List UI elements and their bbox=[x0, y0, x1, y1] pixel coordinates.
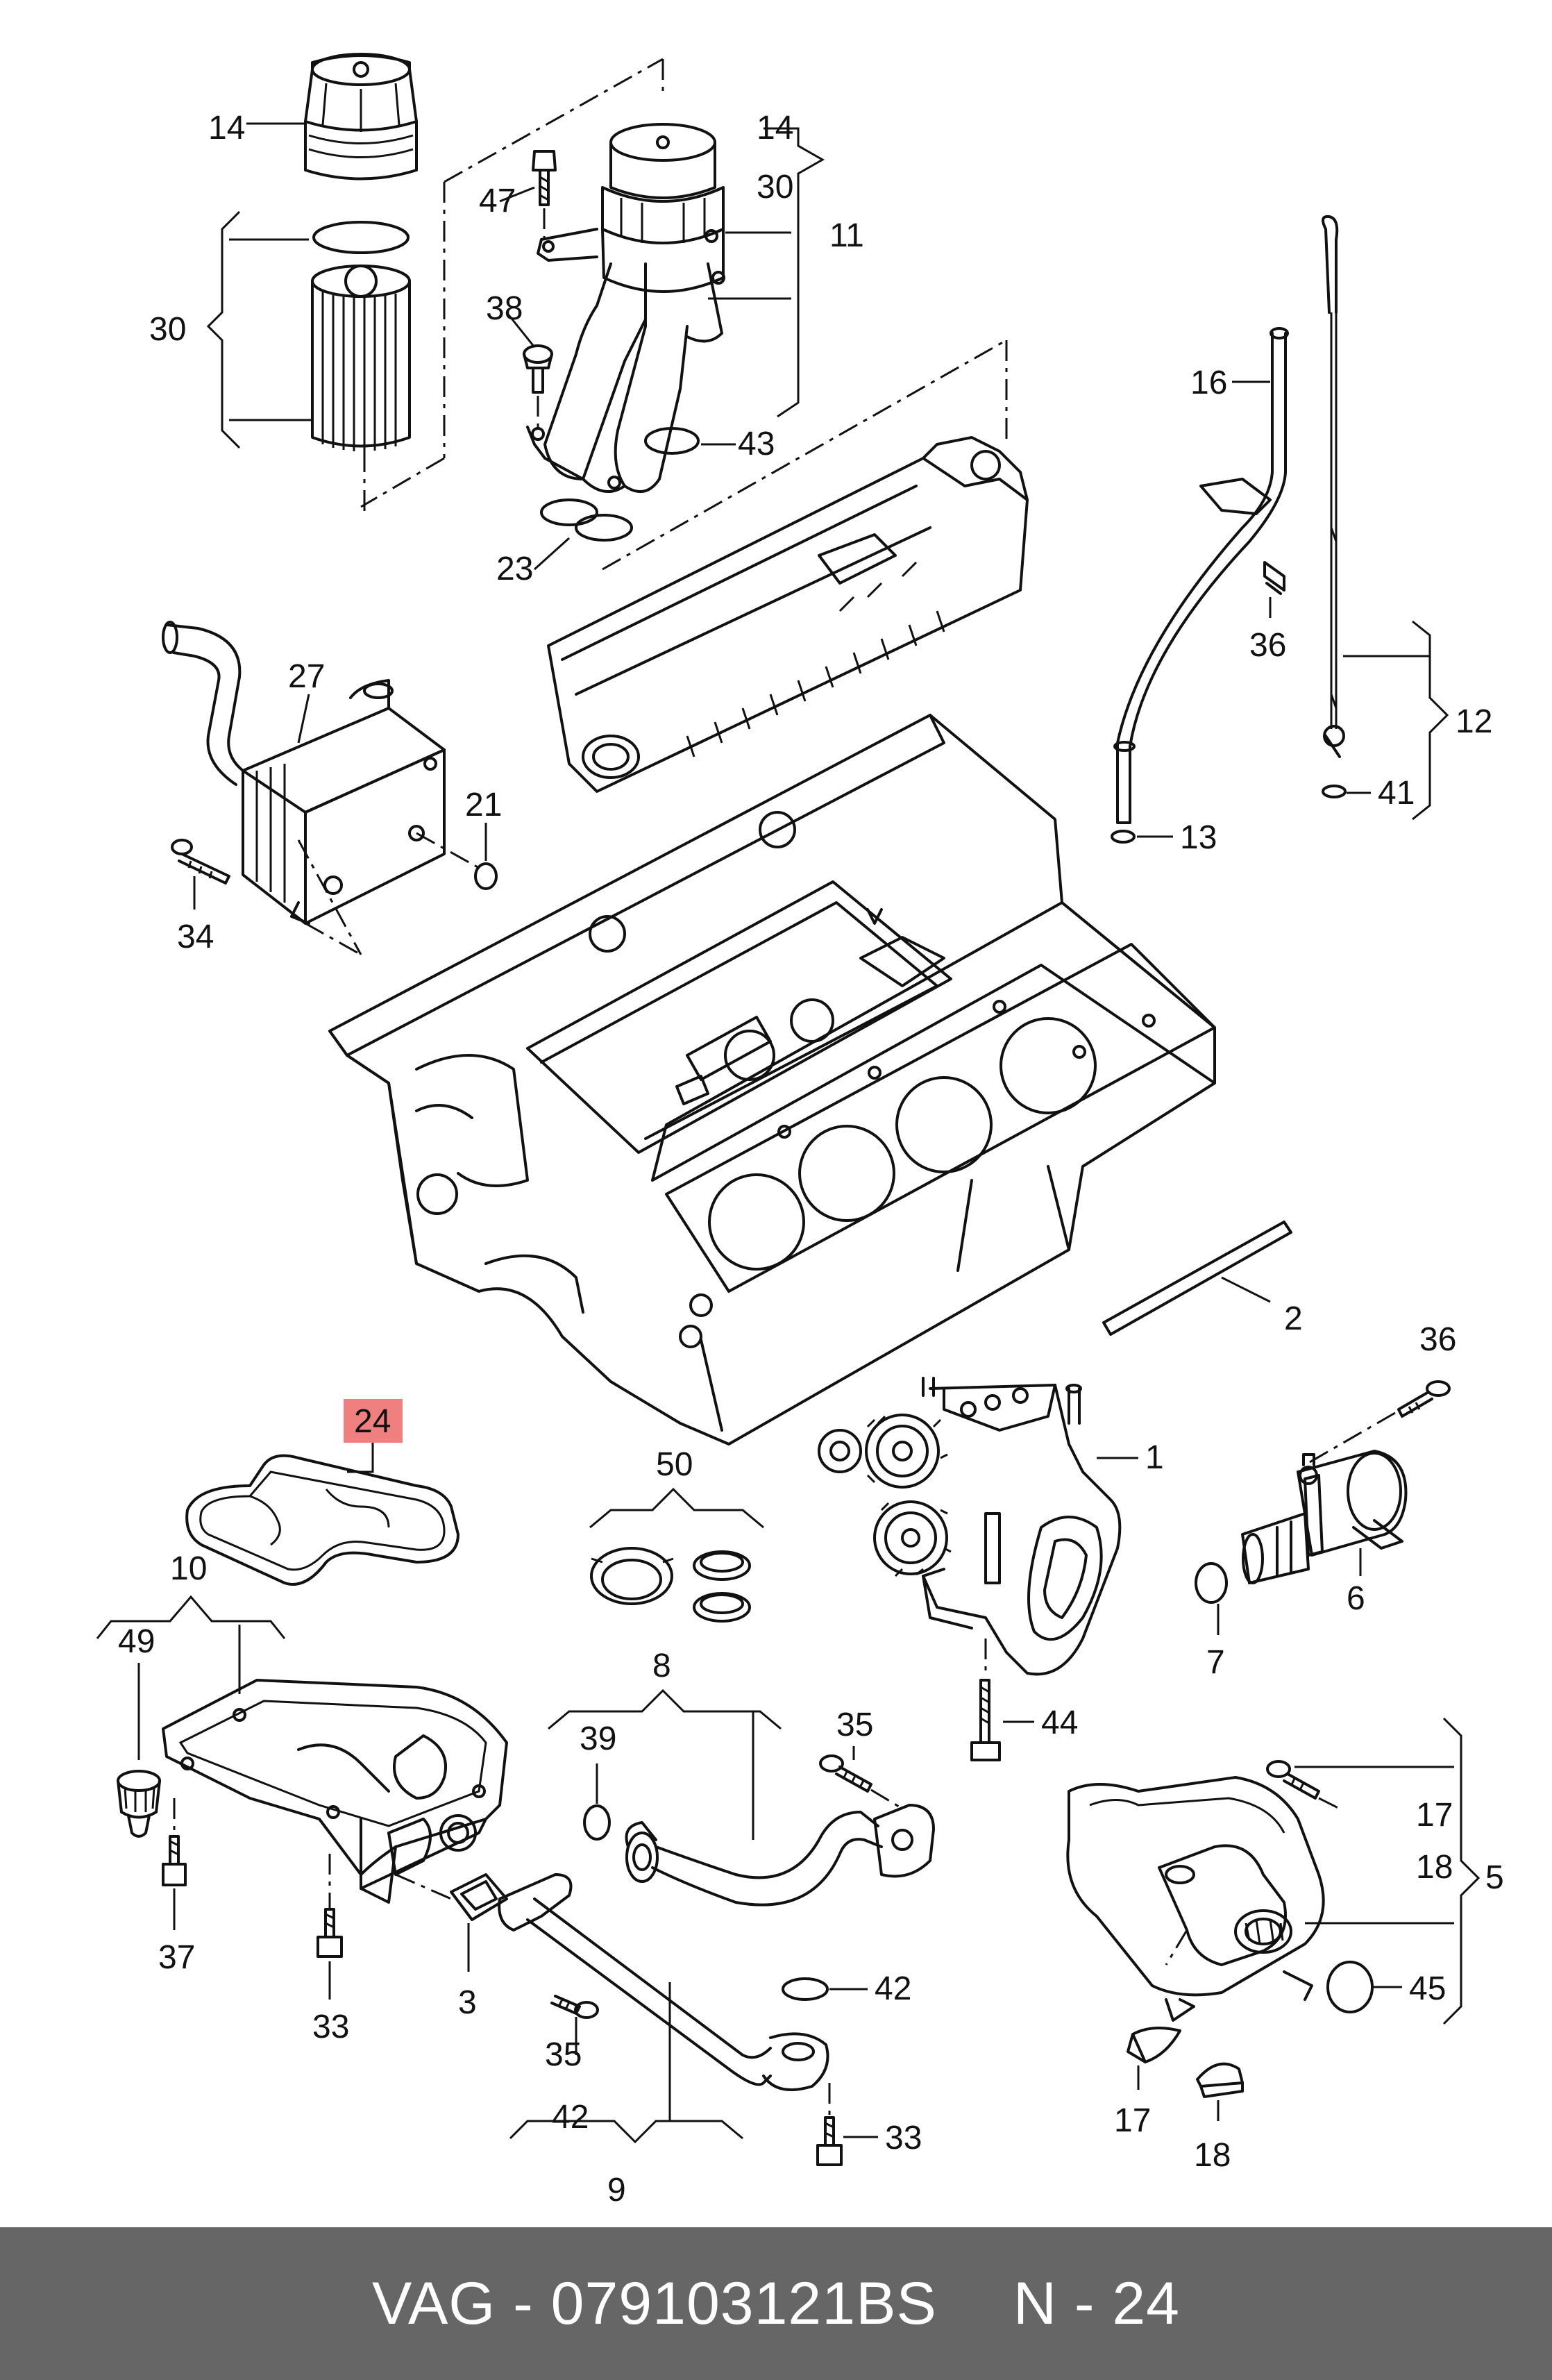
callout-18-lower: 18 bbox=[1194, 2137, 1231, 2174]
oil-filter-seal-ring-drawing bbox=[312, 221, 410, 254]
callout-14-left: 14 bbox=[208, 110, 245, 146]
callout-18-upper: 18 bbox=[1416, 1849, 1453, 1886]
bolt-36-lower-drawing bbox=[1397, 1380, 1451, 1418]
oil-cooler-drawing bbox=[162, 621, 446, 925]
callout-34: 34 bbox=[177, 919, 214, 955]
bolt-35-upper-drawing bbox=[819, 1754, 872, 1793]
callout-45: 45 bbox=[1409, 1970, 1446, 2007]
seals-23-drawing bbox=[540, 498, 633, 542]
highlight-box-24 bbox=[344, 1399, 403, 1443]
callout-13: 13 bbox=[1180, 819, 1217, 856]
callout-2: 2 bbox=[1284, 1300, 1303, 1337]
callout-50: 50 bbox=[656, 1446, 693, 1483]
wedge-17-drawing bbox=[1127, 2027, 1181, 2063]
callout-27: 27 bbox=[288, 658, 325, 695]
callout-12: 12 bbox=[1456, 703, 1492, 740]
part-number-text: VAG - 079103121BS bbox=[371, 2270, 937, 2337]
callout-42-left: 42 bbox=[552, 2099, 589, 2136]
callout-10: 10 bbox=[170, 1550, 207, 1587]
oil-pipe-8-drawing bbox=[625, 1804, 935, 1906]
gasket-3-drawing bbox=[450, 1873, 508, 1921]
gasket-24-drawing bbox=[185, 1454, 459, 1586]
callout-30-right: 30 bbox=[757, 169, 793, 206]
check-valve-49-drawing bbox=[117, 1770, 161, 1838]
wedge-18-drawing bbox=[1196, 2062, 1244, 2098]
callout-17-upper: 17 bbox=[1416, 1797, 1453, 1834]
callout-39: 39 bbox=[580, 1720, 616, 1757]
dipstick-drawing bbox=[1322, 215, 1345, 758]
seal-21-drawing bbox=[474, 862, 498, 890]
bolt-33-right-drawing bbox=[816, 2083, 843, 2166]
part-number-footer: VAG - 079103121BS N - 24 bbox=[0, 2227, 1552, 2380]
callout-16: 16 bbox=[1190, 364, 1227, 401]
seal-42-right-drawing bbox=[782, 1977, 829, 2001]
callout-38: 38 bbox=[486, 290, 523, 327]
bolt-47-drawing bbox=[532, 150, 557, 246]
callout-11: 11 bbox=[829, 217, 864, 254]
callout-36-top: 36 bbox=[1249, 627, 1286, 664]
callout-5: 5 bbox=[1485, 1859, 1504, 1896]
bolt-34-drawing bbox=[171, 839, 230, 885]
callout-6: 6 bbox=[1347, 1580, 1365, 1617]
bolt-37-drawing bbox=[162, 1798, 187, 1886]
seal-7-drawing bbox=[1195, 1562, 1228, 1604]
dipstick-tube-drawing bbox=[1113, 327, 1289, 824]
oil-filter-cap-drawing bbox=[304, 53, 418, 181]
callout-44: 44 bbox=[1041, 1704, 1078, 1741]
callout-14-right: 14 bbox=[757, 110, 793, 146]
callout-35-lower: 35 bbox=[545, 2036, 582, 2073]
callout-21: 21 bbox=[465, 787, 502, 823]
callout-23: 23 bbox=[496, 551, 533, 587]
callout-41: 41 bbox=[1378, 775, 1415, 812]
callout-33-right: 33 bbox=[885, 2120, 922, 2156]
oil-pump-cover-drawing bbox=[162, 1679, 508, 1904]
parts-diagram: 14 30 bbox=[96, 53, 1504, 2209]
callout-43: 43 bbox=[738, 426, 775, 462]
bolt-44-drawing bbox=[970, 1639, 1001, 1761]
seal-45-drawing bbox=[1326, 1961, 1374, 2013]
callout-49: 49 bbox=[118, 1623, 155, 1660]
callout-3: 3 bbox=[458, 1984, 477, 2021]
seal-kit-50-drawing bbox=[590, 1547, 751, 1623]
callout-24-highlighted: 24 bbox=[354, 1403, 391, 1440]
intake-manifold-drawing bbox=[547, 436, 1029, 793]
bolt-35-lower-drawing bbox=[550, 1995, 599, 2019]
oil-pump-drawing bbox=[818, 1377, 1122, 1676]
callout-47: 47 bbox=[479, 183, 516, 219]
guide-rod-2-drawing bbox=[1102, 1221, 1292, 1336]
callout-36-lower: 36 bbox=[1419, 1321, 1456, 1358]
callout-9: 9 bbox=[607, 2172, 626, 2209]
callout-37: 37 bbox=[158, 1939, 195, 1976]
oil-pipe-9-drawing bbox=[498, 1873, 829, 2091]
callout-7: 7 bbox=[1206, 1644, 1225, 1681]
seal-13-drawing bbox=[1111, 830, 1136, 844]
oil-baffle-drawing bbox=[1066, 1776, 1325, 2022]
seal-39-drawing bbox=[583, 1804, 611, 1841]
oil-pressure-valve-drawing bbox=[1241, 1450, 1408, 1584]
bolt-17-18-drawing bbox=[1266, 1760, 1340, 1810]
oil-filter-element-drawing bbox=[311, 265, 411, 451]
engine-block-drawing bbox=[328, 714, 1216, 1445]
callout-35-upper: 35 bbox=[836, 1707, 873, 1743]
callout-30-left: 30 bbox=[149, 311, 186, 348]
position-number-text: N - 24 bbox=[1013, 2270, 1181, 2337]
callout-8: 8 bbox=[652, 1648, 671, 1684]
seal-43-drawing bbox=[644, 427, 700, 455]
callout-42-right: 42 bbox=[875, 1970, 911, 2007]
callout-17-lower: 17 bbox=[1114, 2102, 1151, 2139]
callout-33-left: 33 bbox=[312, 2009, 349, 2045]
bolt-38-drawing bbox=[523, 344, 553, 430]
callout-1: 1 bbox=[1145, 1439, 1164, 1476]
bolt-33-left-drawing bbox=[317, 1854, 343, 1958]
seal-41-drawing bbox=[1322, 785, 1347, 798]
oil-filter-housing-drawing bbox=[526, 123, 725, 493]
